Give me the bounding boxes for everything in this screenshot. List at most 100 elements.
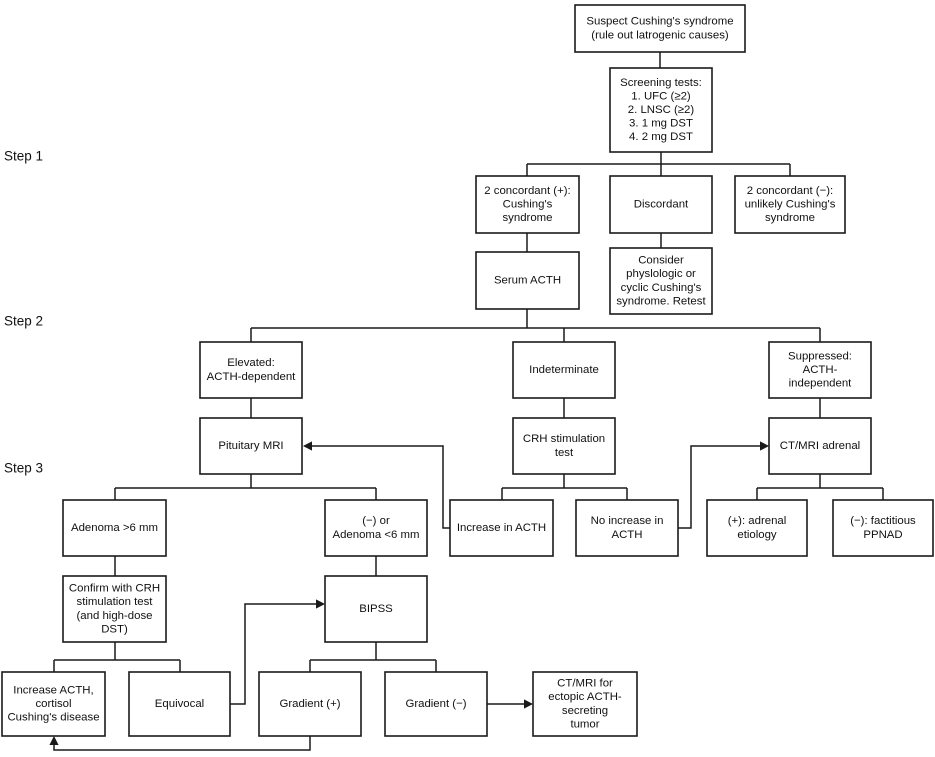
node-crh-stimulation-test-box[interactable] [512,417,616,475]
node-screening-tests-box[interactable] [609,67,713,153]
node-suppressed-acth-independent[interactable]: Suppressed:ACTH-independent [768,341,872,399]
node-pituitary-mri[interactable]: Pituitary MRI [199,417,303,475]
connector-gradient-positive-to-increase-acth-cortisol-path [53,736,311,751]
connector-crh-test-to-acth-results [501,474,628,500]
node-2-concordant-negative-label-line-1: unlikely Cushing's [745,199,836,211]
node-elevated-acth-dependent-box[interactable] [199,341,303,399]
node-ct-mri-ectopic-acth-tumor-label-line-2: secreting [562,705,608,717]
node-indeterminate[interactable]: Indeterminate [512,341,616,399]
node-adenoma-greater-6mm-label-line-0: Adenoma >6 mm [71,522,158,534]
node-gradient-negative-label-line-0: Gradient (−) [405,698,466,710]
connector-serum-acth-to-step2-row [250,309,821,342]
connector-equivocal-to-bipss [230,599,325,705]
node-increase-in-acth[interactable]: Increase in ACTH [449,499,554,557]
node-no-increase-in-acth-box[interactable] [575,499,679,557]
node-consider-physiologic-cyclic-label-line-3: syndrome. Retest [616,295,706,307]
node-bipss-box[interactable] [324,575,428,643]
node-consider-physiologic-cyclic-label-line-2: cyclic Cushing's [621,282,702,294]
node-equivocal-label-line-0: Equivocal [155,698,204,710]
connector-equivocal-to-bipss-arrowhead [316,599,325,609]
node-consider-physiologic-cyclic-box[interactable] [609,247,713,315]
node-increase-acth-cortisol-cushings-disease-box[interactable] [1,671,106,737]
node-gradient-positive[interactable]: Gradient (+) [258,671,362,737]
node-ct-mri-ectopic-acth-tumor-label-line-3: tumor [570,718,599,730]
node-discordant[interactable]: Discordant [609,175,713,234]
node-pituitary-mri-box[interactable] [199,417,303,475]
node-gradient-positive-box[interactable] [258,671,362,737]
node-discordant-box[interactable] [609,175,713,234]
connector-increase-acth-to-pituitary-mri-path [309,445,450,529]
connector-increase-acth-to-pituitary-mri-arrowhead [303,441,312,451]
node-suspect-cushings-box[interactable] [574,4,746,53]
connector-confirm-crh-to-outcomes [53,642,181,672]
step-label-step1: Step 1 [4,149,43,164]
node-confirm-with-crh-stimulation-label-line-1: stimulation test [77,596,154,608]
node-screening-tests-label-line-4: 4. 2 mg DST [629,131,693,143]
node-bipss-label-line-0: BIPSS [359,603,393,615]
node-2-concordant-positive-box[interactable] [475,175,580,234]
node-confirm-with-crh-stimulation-box[interactable] [62,575,167,643]
node-confirm-with-crh-stimulation-label-line-2: (and high-dose [77,610,153,622]
node-screening-tests-label-line-3: 3. 1 mg DST [629,118,693,130]
connector-crh-test-to-acth-results-path [501,474,628,500]
connector-increase-acth-to-pituitary-mri [303,441,450,529]
node-gradient-positive-label-line-0: Gradient (+) [279,698,340,710]
connectors-layer [49,52,884,751]
node-negative-or-adenoma-less-6mm-label-line-1: Adenoma <6 mm [332,529,419,541]
node-2-concordant-positive-label-line-0: 2 concordant (+): [484,185,570,197]
node-negative-factitious-ppnad-label-line-0: (−): factitious [850,515,916,527]
node-adenoma-greater-6mm-box[interactable] [62,499,167,557]
node-elevated-acth-dependent[interactable]: Elevated:ACTH-dependent [199,341,303,399]
connector-bipss-to-gradients [309,642,437,672]
node-increase-in-acth-box[interactable] [449,499,554,557]
node-screening-tests[interactable]: Screening tests:1. UFC (≥2)2. LNSC (≥2)3… [609,67,713,153]
node-equivocal-box[interactable] [128,671,231,737]
node-screening-tests-label-line-0: Screening tests: [620,77,702,89]
node-gradient-negative-box[interactable] [384,671,488,737]
connector-serum-acth-to-step2-row-path [250,309,821,342]
connector-equivocal-to-bipss-path [230,603,318,705]
node-suspect-cushings[interactable]: Suspect Cushing's syndrome(rule out latr… [574,4,746,53]
node-2-concordant-negative-label-line-2: syndrome [765,212,815,224]
node-discordant-label-line-0: Discordant [634,199,689,211]
node-gradient-negative[interactable]: Gradient (−) [384,671,488,737]
node-2-concordant-negative[interactable]: 2 concordant (−): unlikely Cushing'ssyndr… [734,175,846,234]
node-increase-acth-cortisol-cushings-disease-label-line-2: Cushing's disease [7,712,99,724]
node-bipss[interactable]: BIPSS [324,575,428,643]
node-elevated-acth-dependent-label-line-1: ACTH-dependent [207,371,296,383]
node-suppressed-acth-independent-box[interactable] [768,341,872,399]
node-ct-mri-ectopic-acth-tumor-box[interactable] [532,671,638,737]
node-indeterminate-box[interactable] [512,341,616,399]
node-serum-acth-box[interactable] [475,251,580,310]
node-ct-mri-adrenal[interactable]: CT/MRI adrenal [768,417,872,475]
node-equivocal[interactable]: Equivocal [128,671,231,737]
node-2-concordant-negative-label-line-0: 2 concordant (−): [747,185,833,197]
node-positive-adrenal-etiology-box[interactable] [706,499,808,557]
node-screening-tests-label-line-1: 1. UFC (≥2) [631,90,691,102]
node-ct-mri-ectopic-acth-tumor-label-line-0: CT/MRI for [557,678,613,690]
node-suppressed-acth-independent-label-line-2: independent [789,378,853,390]
node-adenoma-greater-6mm[interactable]: Adenoma >6 mm [62,499,167,557]
node-positive-adrenal-etiology-label-line-0: (+): adrenal [728,515,787,527]
connector-gradient-positive-to-increase-acth-cortisol-arrowhead [49,736,59,745]
node-serum-acth[interactable]: Serum ACTH [475,251,580,310]
step-label-step2: Step 2 [4,314,43,329]
node-2-concordant-negative-box[interactable] [734,175,846,234]
connector-gradient-positive-to-increase-acth-cortisol [49,736,311,751]
node-ct-mri-adrenal-box[interactable] [768,417,872,475]
connector-ct-mri-adrenal-to-results-path [756,474,884,500]
connector-no-increase-acth-to-ct-mri-adrenal [678,441,769,529]
node-negative-or-adenoma-less-6mm-box[interactable] [324,499,428,557]
connector-confirm-crh-to-outcomes-path [53,642,181,672]
node-negative-factitious-ppnad-box[interactable] [832,499,934,557]
